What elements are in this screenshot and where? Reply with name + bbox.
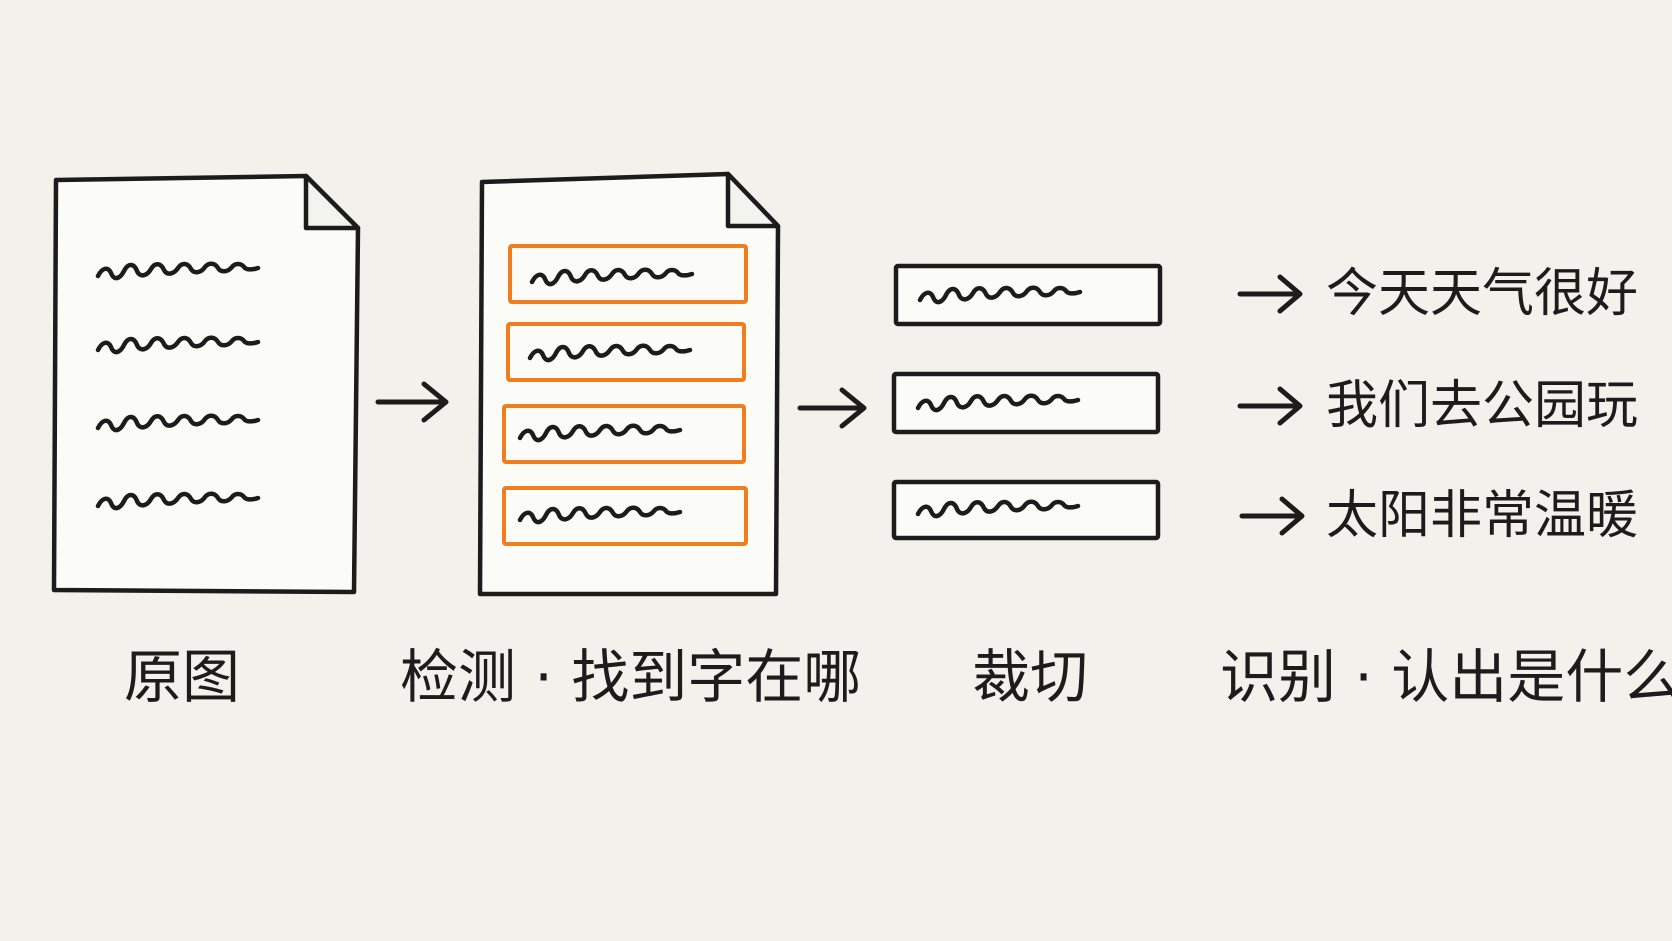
text-line-squiggle: [95, 261, 261, 281]
arrow-right-icon: [1239, 496, 1305, 536]
step-label-crop: 裁切: [971, 643, 1088, 711]
recognized-line: 今天天气很好: [1326, 264, 1639, 324]
detection-box: [502, 404, 746, 464]
step-label-original: 原图: [123, 643, 240, 711]
arrow-right-icon: [1237, 274, 1303, 314]
arrow-right-icon: [797, 387, 867, 429]
cropped-lines: [891, 263, 1163, 541]
cropped-strip: [891, 479, 1161, 541]
text-line-squiggle: [95, 413, 261, 433]
text-line-squiggle: [95, 335, 261, 355]
detection-box: [506, 322, 746, 382]
text-line-squiggle: [915, 499, 1081, 519]
detection-box: [508, 244, 748, 304]
text-line-squiggle: [917, 285, 1083, 305]
detection-document: [477, 171, 781, 597]
detection-box: [502, 486, 748, 546]
step-label-recognition: 识别 · 认出是什么字: [1220, 643, 1672, 711]
cropped-strip: [893, 263, 1163, 327]
text-line-squiggle: [915, 393, 1081, 413]
original-document: [51, 173, 361, 595]
arrow-right-icon: [375, 381, 449, 423]
recognized-line: 我们去公园玩: [1326, 376, 1639, 436]
step-label-detection: 检测 · 找到字在哪: [400, 643, 862, 711]
text-line-squiggle: [527, 343, 693, 363]
text-line-squiggle: [517, 505, 683, 525]
text-line-squiggle: [95, 491, 261, 511]
cropped-strip: [891, 371, 1161, 435]
arrow-right-icon: [1237, 386, 1303, 426]
text-line-squiggle: [529, 267, 695, 287]
text-line-squiggle: [517, 423, 683, 443]
recognized-line: 太阳非常温暖: [1326, 486, 1639, 546]
